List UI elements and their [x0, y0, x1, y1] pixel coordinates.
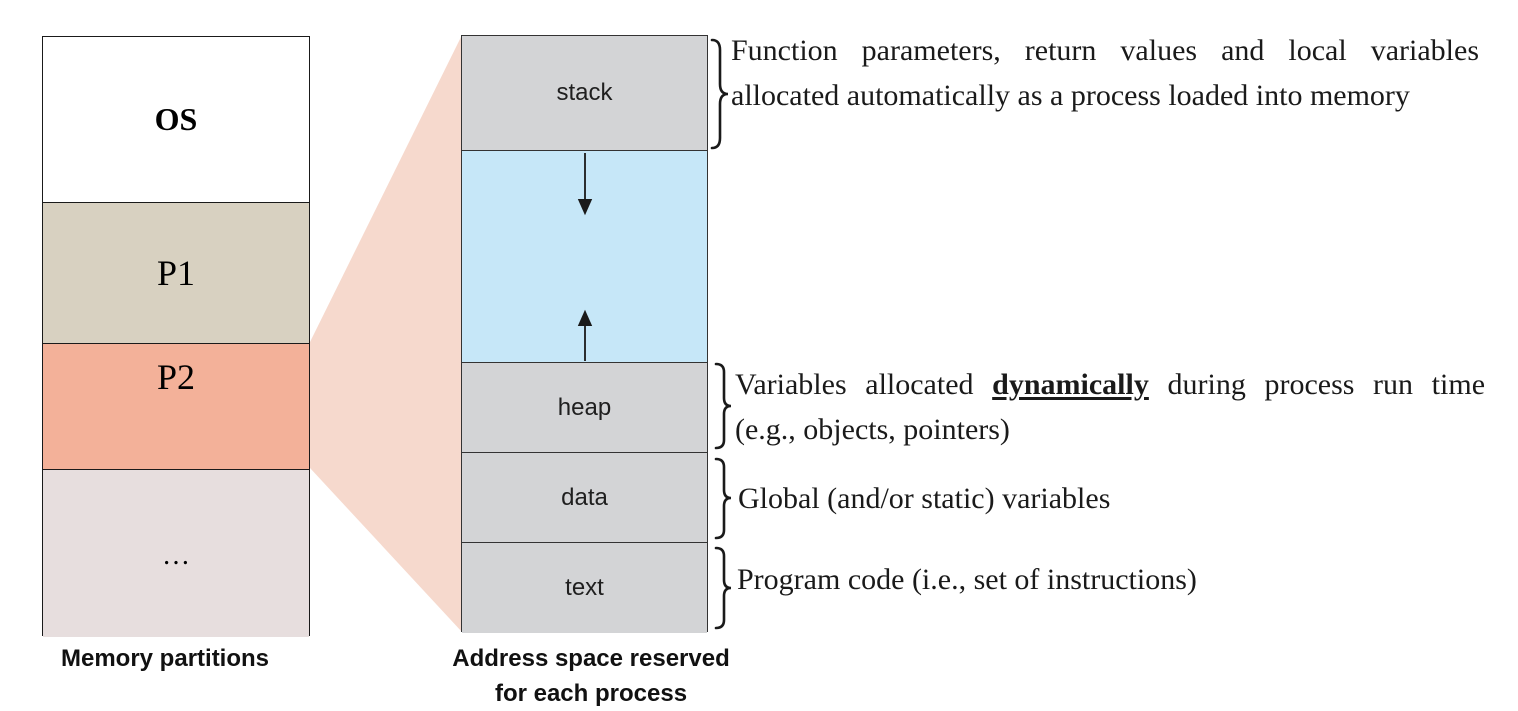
stack-brace-icon: [710, 38, 729, 150]
partition-os: OS: [43, 37, 309, 202]
text-brace-icon: [714, 546, 732, 630]
segment-heap-label: heap: [557, 393, 612, 421]
partition-more-label: …: [162, 540, 190, 571]
partition-p1: P1: [43, 202, 309, 343]
stack-description: Function parameters, return values and l…: [731, 34, 1479, 112]
text-description: Program code (i.e., set of instructions): [737, 563, 1197, 596]
partition-p1-label: P1: [156, 253, 196, 293]
heap-description-before: Variables allocated: [735, 368, 993, 401]
segment-data-label: data: [561, 483, 608, 511]
segment-text-label: text: [565, 574, 604, 601]
segment-free-space: [462, 150, 707, 362]
memory-partitions-caption: Memory partitions: [60, 645, 270, 672]
memory-partitions-column: OS P1 P2 …: [42, 36, 310, 637]
zoom-wedge-shape: [310, 35, 462, 632]
data-brace-icon: [714, 457, 732, 540]
data-description: Global (and/or static) variables: [738, 482, 1111, 515]
segment-stack-label: stack: [556, 79, 613, 106]
heap-description-keyword: dynamically: [992, 368, 1149, 401]
heap-description-after: during process run time (e.g., objects, …: [735, 368, 1486, 446]
growth-arrows: [577, 153, 593, 361]
address-space-caption-line1: Address space reserved: [452, 645, 730, 672]
partition-more: …: [43, 469, 309, 637]
segment-text: text: [462, 542, 707, 633]
address-space-column: stack heap data text: [461, 35, 708, 633]
heap-description: Variables allocated dynamically during p…: [735, 362, 1485, 452]
segment-stack: stack: [462, 36, 707, 150]
address-space-caption-line2: for each process: [494, 680, 688, 707]
segment-data: data: [462, 452, 707, 542]
partition-p2: P2: [43, 343, 309, 469]
partition-p2-label: P2: [156, 357, 196, 397]
segment-heap: heap: [462, 362, 707, 452]
heap-brace-icon: [714, 362, 732, 450]
partition-os-label: OS: [154, 101, 198, 137]
address-space-caption: Address space reserved for each process: [440, 641, 742, 711]
